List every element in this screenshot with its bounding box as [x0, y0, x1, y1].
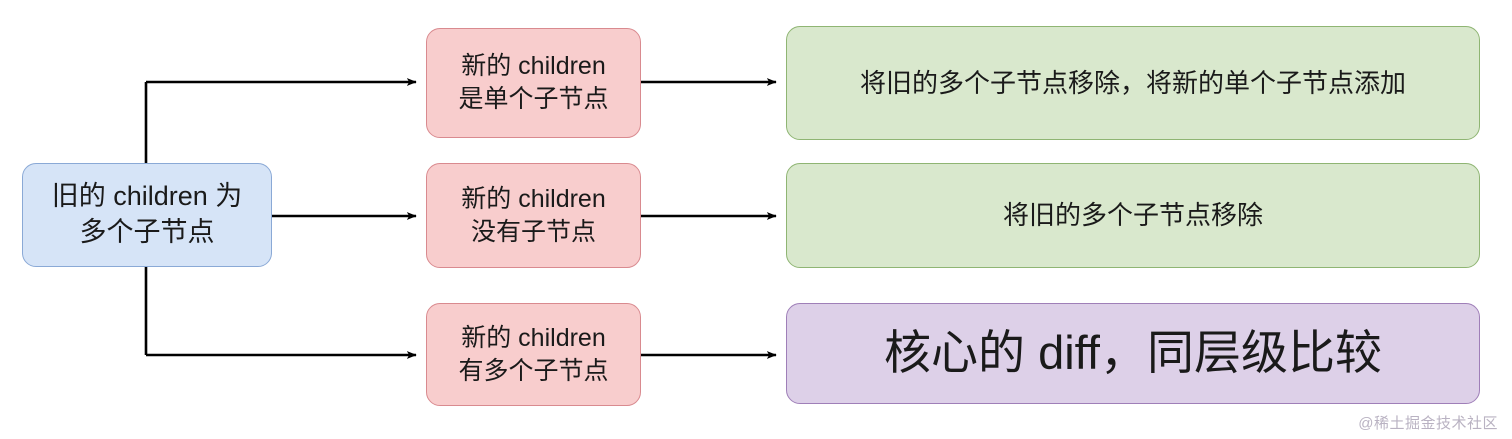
- node-result-remove-old-children[interactable]: 将旧的多个子节点移除: [786, 163, 1480, 268]
- node-condition-new-children-multiple[interactable]: 新的 children 有多个子节点: [426, 303, 641, 406]
- node-root-old-children[interactable]: 旧的 children 为 多个子节点: [22, 163, 272, 267]
- watermark: @稀土掘金技术社区: [1358, 415, 1498, 432]
- node-result-core-diff[interactable]: 核心的 diff，同层级比较: [786, 303, 1480, 404]
- node-condition-new-children-single[interactable]: 新的 children 是单个子节点: [426, 28, 641, 138]
- node-condition-new-children-none[interactable]: 新的 children 没有子节点: [426, 163, 641, 268]
- node-result-remove-old-add-single[interactable]: 将旧的多个子节点移除，将新的单个子节点添加: [786, 26, 1480, 140]
